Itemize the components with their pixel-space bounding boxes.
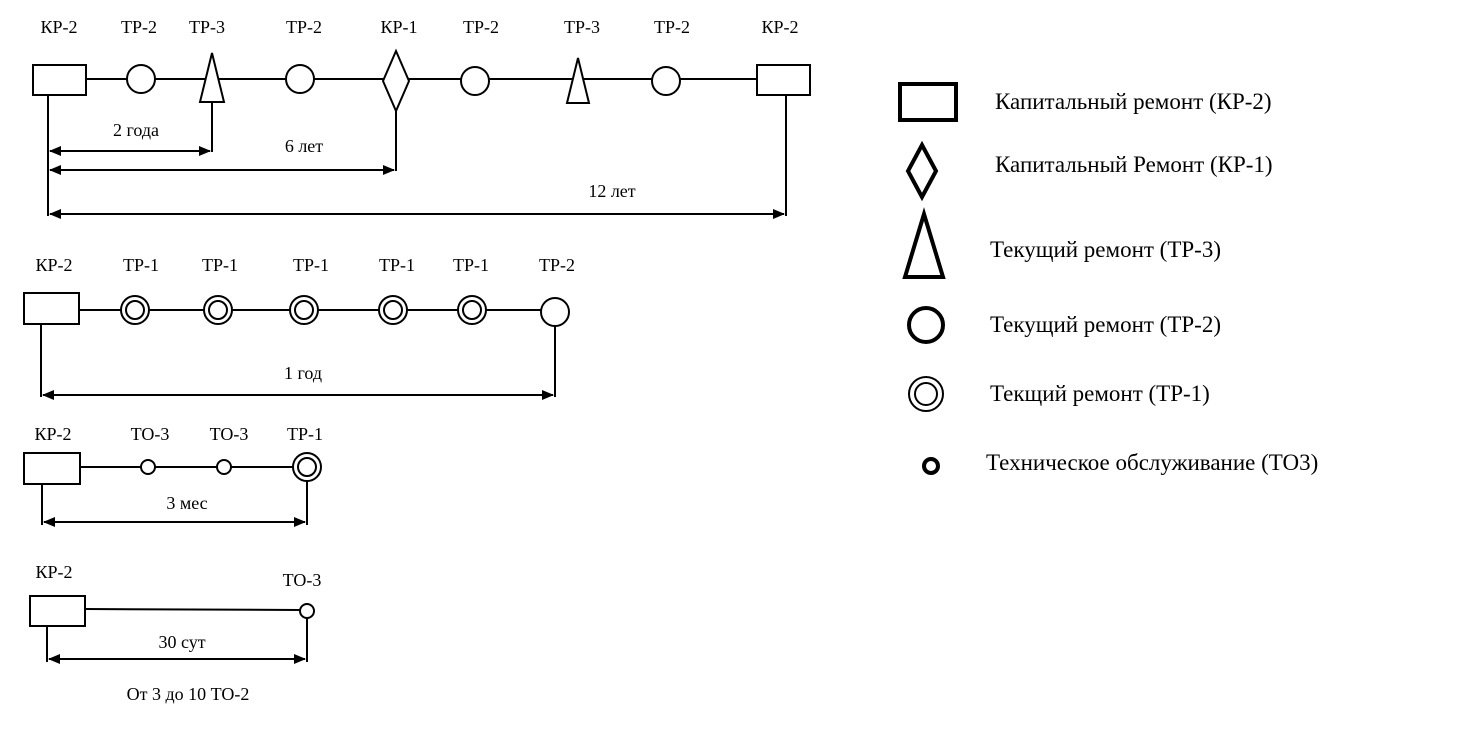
kr1-diamond bbox=[381, 48, 411, 114]
scheme-3-label: ТО-3 bbox=[131, 424, 170, 444]
to3-small-circle bbox=[216, 459, 232, 475]
scheme-2-label: ТР-1 bbox=[123, 255, 159, 275]
legend-item-to3: Техническое обслуживание (ТО3) bbox=[922, 450, 1318, 475]
legend-item-tr1: Текщий ремонт (ТР-1) bbox=[908, 376, 1210, 412]
scheme-1: КР-2 ТР-2 ТР-3 ТР-2 КР-1 ТР-2 ТР-3 ТР-2 … bbox=[32, 17, 811, 219]
tr1-double-circle bbox=[203, 295, 233, 325]
dimension-label: 3 мес bbox=[166, 493, 207, 513]
scheme-3-label: КР-2 bbox=[34, 424, 71, 444]
scheme-2-label: ТР-1 bbox=[379, 255, 415, 275]
diamond-icon bbox=[905, 140, 939, 202]
triangle-icon bbox=[902, 207, 946, 279]
dimension-label: 12 лет bbox=[588, 181, 635, 201]
kr2-rectangle bbox=[29, 595, 86, 627]
dimension-label: 1 год bbox=[284, 363, 322, 383]
scheme-1-label: ТР-2 bbox=[463, 17, 499, 37]
scheme-1-label: КР-2 bbox=[761, 17, 798, 37]
legend-item-kr2: Капитальный ремонт (КР-2) bbox=[898, 82, 1272, 122]
scheme-4-label: ТО-3 bbox=[283, 570, 322, 590]
tr3-triangle bbox=[565, 57, 591, 104]
kr2-rectangle bbox=[32, 64, 87, 96]
circle-icon bbox=[907, 306, 945, 344]
dimension-label: 30 сут bbox=[158, 632, 205, 652]
to3-small-circle bbox=[299, 603, 315, 619]
tr2-circle bbox=[651, 66, 681, 96]
legend-label: Капитальный ремонт (КР-2) bbox=[995, 89, 1272, 114]
dimension-label: 6 лет bbox=[285, 136, 323, 156]
legend-item-tr2: Текущий ремонт (ТР-2) bbox=[907, 306, 1221, 344]
scheme-4-note: От 3 до 10 ТО-2 bbox=[127, 684, 250, 704]
scheme-2: КР-2 ТР-1 ТР-1 ТР-1 ТР-1 ТР-1 ТР-2 1 год bbox=[23, 255, 575, 400]
scheme-2-label: ТР-1 bbox=[453, 255, 489, 275]
scheme-4: КР-2 ТО-3 30 сут От 3 до 10 ТО-2 bbox=[29, 562, 322, 704]
tr1-double-circle bbox=[292, 452, 322, 482]
scheme-1-label: ТР-2 bbox=[121, 17, 157, 37]
small-circle-icon bbox=[922, 457, 940, 475]
legend-item-tr3: Текущий ремонт (ТР-3) bbox=[902, 207, 1221, 279]
legend: Капитальный ремонт (КР-2) Капитальный Ре… bbox=[898, 82, 1318, 475]
scheme-1-label: ТР-2 bbox=[654, 17, 690, 37]
scheme-1-label: ТР-2 bbox=[286, 17, 322, 37]
scheme-1-label: ТР-3 bbox=[564, 17, 600, 37]
tr1-double-circle bbox=[378, 295, 408, 325]
legend-label: Текущий ремонт (ТР-2) bbox=[990, 312, 1221, 337]
tr2-circle bbox=[460, 66, 490, 96]
double-circle-icon bbox=[908, 376, 944, 412]
tr1-double-circle bbox=[289, 295, 319, 325]
kr2-rectangle bbox=[23, 452, 81, 485]
tr1-double-circle bbox=[120, 295, 150, 325]
scheme-1-label: КР-2 bbox=[40, 17, 77, 37]
scheme-2-label: ТР-1 bbox=[293, 255, 329, 275]
to3-small-circle bbox=[140, 459, 156, 475]
kr2-rectangle bbox=[756, 64, 811, 96]
scheme-4-label: КР-2 bbox=[35, 562, 72, 582]
tr2-circle bbox=[285, 64, 315, 94]
scheme-1-label: ТР-3 bbox=[189, 17, 225, 37]
scheme-2-label: ТР-2 bbox=[539, 255, 575, 275]
scheme-4-timeline bbox=[84, 608, 301, 611]
tr1-double-circle bbox=[457, 295, 487, 325]
kr2-rectangle bbox=[23, 292, 80, 325]
legend-label: Техническое обслуживание (ТО3) bbox=[986, 450, 1318, 475]
scheme-3: КР-2 ТО-3 ТО-3 ТР-1 3 мес bbox=[23, 424, 323, 527]
legend-label: Текщий ремонт (ТР-1) bbox=[990, 381, 1210, 406]
scheme-2-label: КР-2 bbox=[35, 255, 72, 275]
tr3-triangle bbox=[198, 52, 226, 103]
legend-label: Текущий ремонт (ТР-3) bbox=[990, 237, 1221, 262]
legend-item-kr1: Капитальный Ремонт (КР-1) bbox=[905, 140, 1273, 202]
scheme-2-label: ТР-1 bbox=[202, 255, 238, 275]
scheme-3-label: ТО-3 bbox=[210, 424, 249, 444]
tr2-circle bbox=[540, 297, 570, 327]
rectangle-icon bbox=[898, 82, 958, 122]
tr2-circle bbox=[126, 64, 156, 94]
scheme-1-label: КР-1 bbox=[380, 17, 417, 37]
scheme-3-label: ТР-1 bbox=[287, 424, 323, 444]
legend-label: Капитальный Ремонт (КР-1) bbox=[995, 152, 1273, 177]
dimension-label: 2 года bbox=[113, 120, 159, 140]
